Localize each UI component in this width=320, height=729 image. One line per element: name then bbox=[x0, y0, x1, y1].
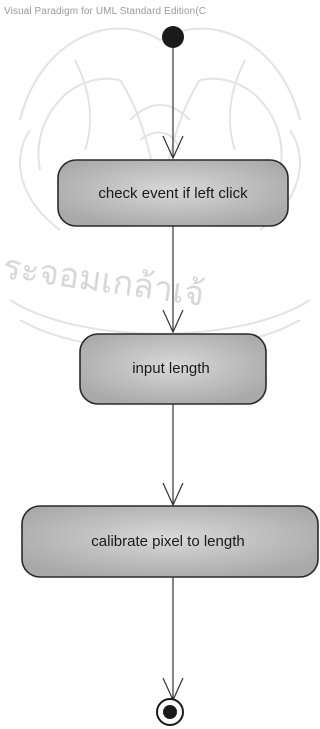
arrowhead-a2 bbox=[162, 309, 184, 334]
arrowhead-a3 bbox=[162, 482, 184, 507]
action-node: check event if left click bbox=[57, 159, 289, 227]
watermark-seal-text: ระจอมเกล้าเจ้ bbox=[0, 247, 207, 315]
control-flows bbox=[162, 48, 184, 702]
final-node bbox=[156, 698, 184, 726]
arrowhead-a1 bbox=[162, 135, 184, 160]
action-node: input length bbox=[79, 333, 267, 405]
action-label: check event if left click bbox=[98, 185, 248, 202]
initial-node bbox=[162, 26, 184, 48]
action-label: input length bbox=[132, 360, 210, 377]
action-node: calibrate pixel to length bbox=[21, 505, 319, 578]
action-label: calibrate pixel to length bbox=[91, 533, 244, 550]
watermark-text: Visual Paradigm for UML Standard Edition… bbox=[4, 6, 207, 17]
